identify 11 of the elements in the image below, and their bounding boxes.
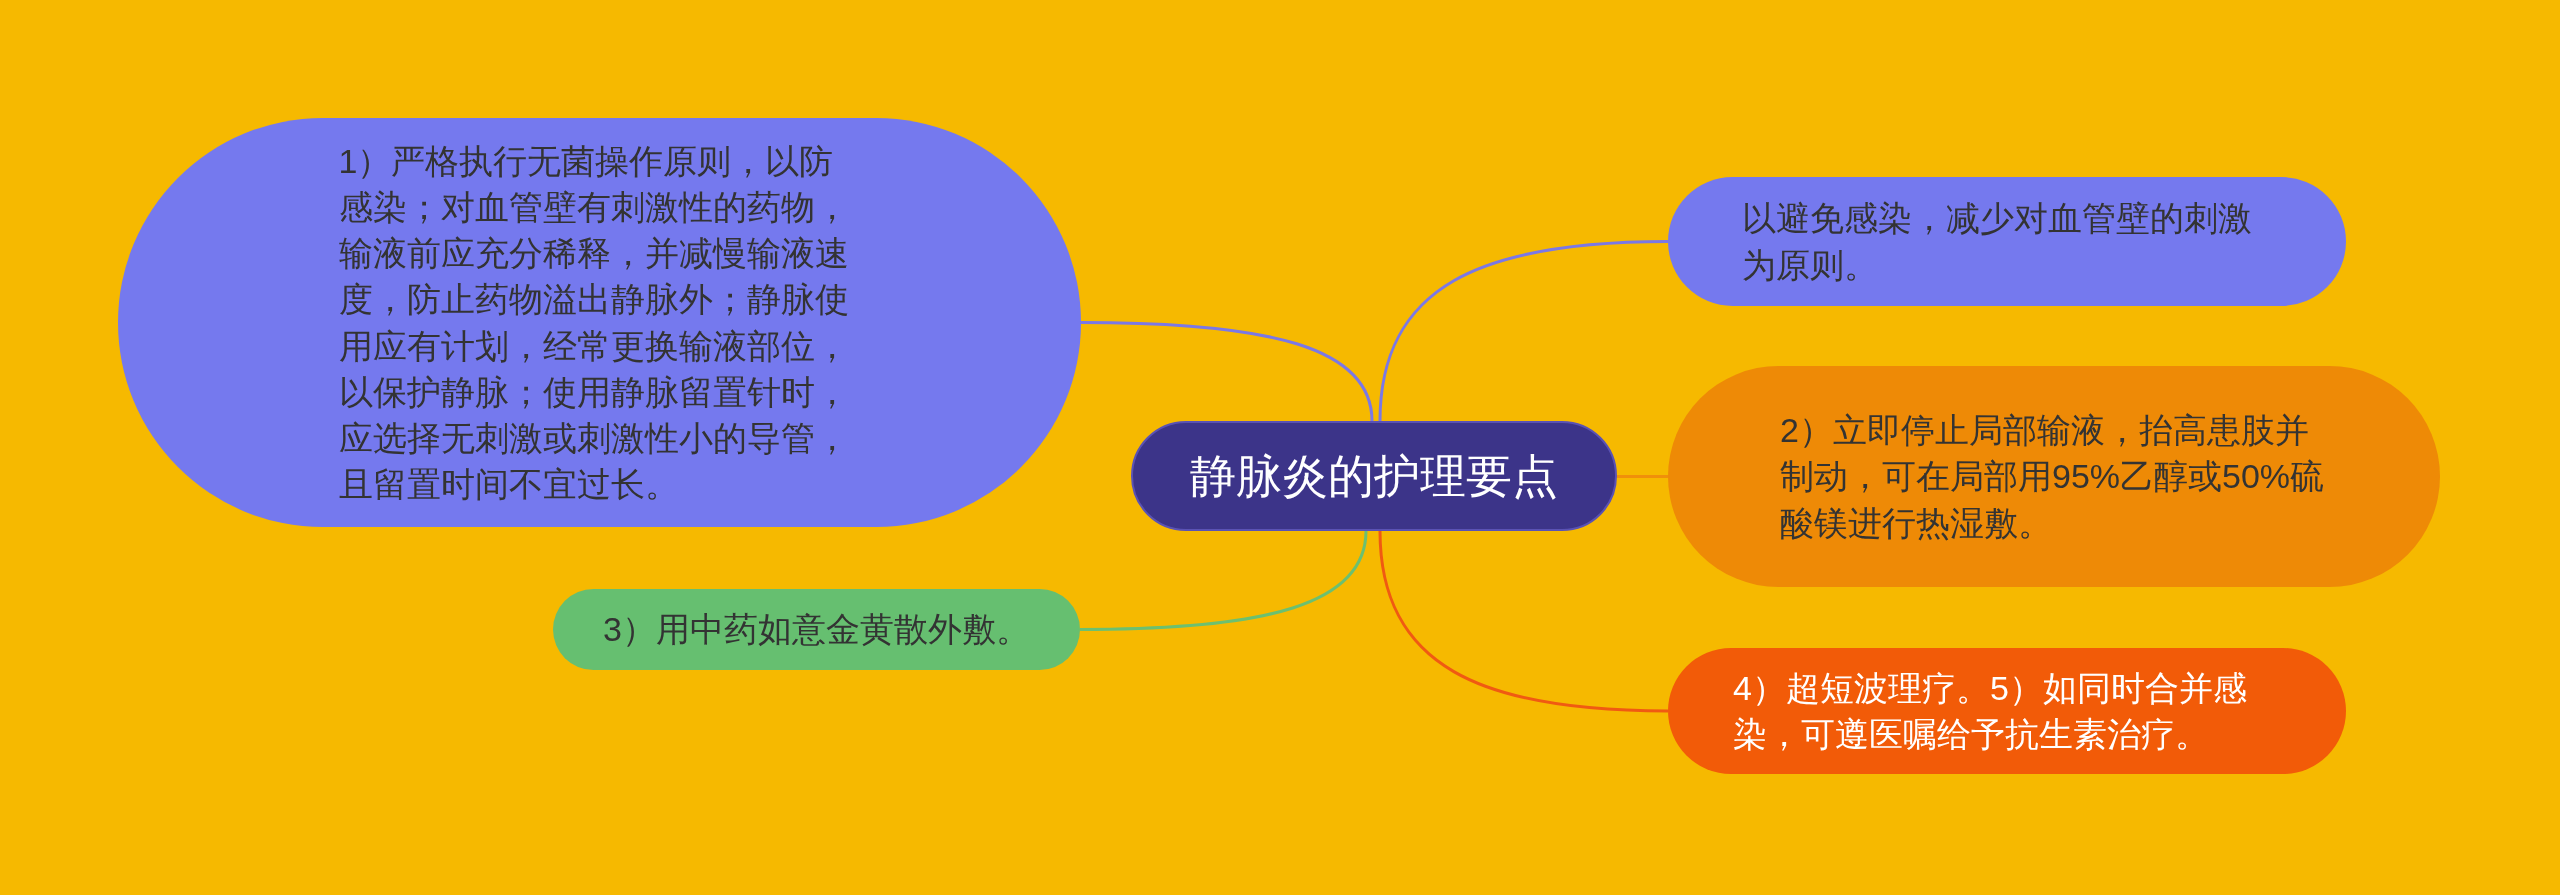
connector-line (1080, 530, 1368, 631)
topic-text: 2）立即停止局部输液，抬高患肢并制动，可在局部用95%乙醇或50%硫酸镁进行热湿敷。 (1780, 410, 2326, 544)
topic-text: 1）严格执行无菌操作原则，以防感染；对血管壁有刺激性的药物，输液前应充分稀释，并减慢输液速度，防止药物溢出静脉外；静脉使用应有计划，经常更换输液部位，以保护静脉；使用静脉留置针时，应选择无刺激或刺激性小的导管，且留置时间不宜过长。 (338, 140, 850, 506)
topic-text: 3）用中药如意金黄散外敷。 (603, 609, 1030, 651)
connector-line (1378, 530, 1669, 713)
connector-line (1617, 475, 1668, 478)
connector-line (1378, 240, 1669, 422)
topic-text: 4）超短波理疗。5）如同时合并感染，可遵医嘱给予抗生素治疗。 (1733, 667, 2248, 755)
topic-title: 静脉炎的护理要点 (1190, 448, 1558, 504)
topic-text: 以避免感染，减少对血管壁的刺激为原则。 (1742, 198, 2253, 286)
connector-line (1081, 321, 1374, 422)
